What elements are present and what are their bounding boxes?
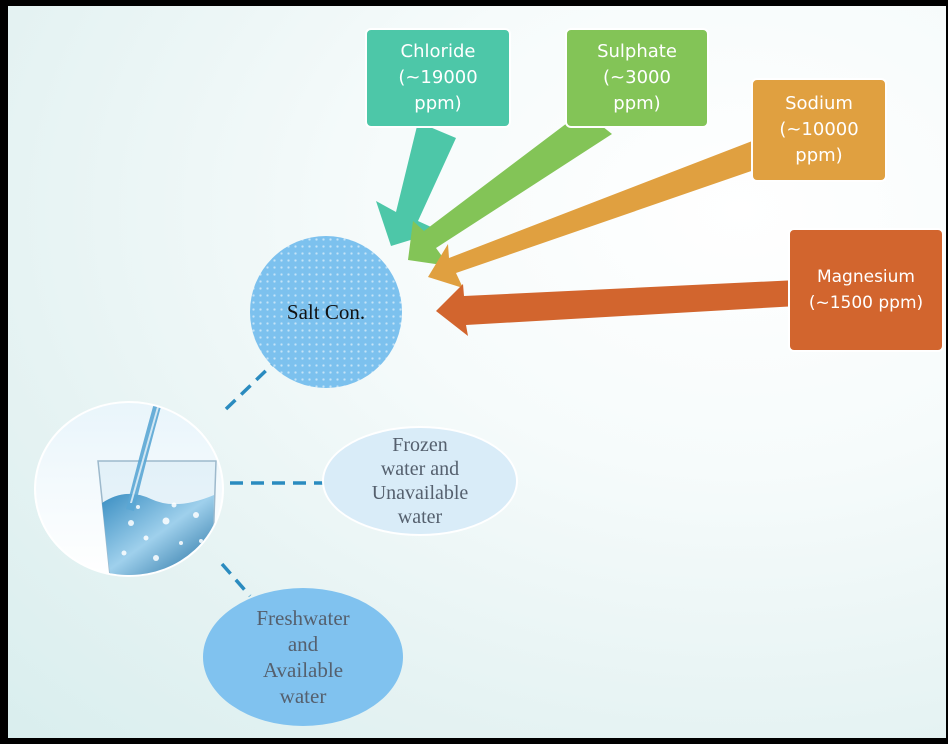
frozen-water-label: Frozen water and Unavailable water — [371, 434, 469, 528]
sulphate-label: Sulphate (~3000 ppm) — [597, 41, 677, 114]
glass-of-water-icon — [34, 401, 224, 577]
arrows-layer — [220, 111, 798, 598]
chloride-label: Chloride (~19000 ppm) — [398, 41, 478, 114]
freshwater-node: Freshwater and Available water — [203, 588, 403, 726]
magnesium-arrow — [436, 280, 798, 336]
chloride-box: Chloride (~19000 ppm) — [365, 28, 511, 128]
connector-salt — [224, 359, 278, 411]
connector-fresh — [220, 562, 252, 598]
magnesium-label: Magnesium (~1500 ppm) — [808, 267, 924, 313]
salt-concentration-node: Salt Con. — [250, 236, 402, 388]
sodium-label: Sodium (~10000 ppm) — [779, 93, 859, 166]
sodium-arrow — [428, 138, 760, 288]
salt-concentration-label: Salt Con. — [286, 299, 366, 324]
freshwater-label: Freshwater and Available water — [256, 606, 350, 708]
frozen-water-node: Frozen water and Unavailable water — [322, 426, 518, 536]
chloride-arrow — [376, 122, 456, 246]
sulphate-arrow — [408, 111, 612, 266]
sulphate-box: Sulphate (~3000 ppm) — [565, 28, 709, 128]
sodium-box: Sodium (~10000 ppm) — [751, 78, 887, 182]
magnesium-box: Magnesium (~1500 ppm) — [788, 228, 944, 352]
